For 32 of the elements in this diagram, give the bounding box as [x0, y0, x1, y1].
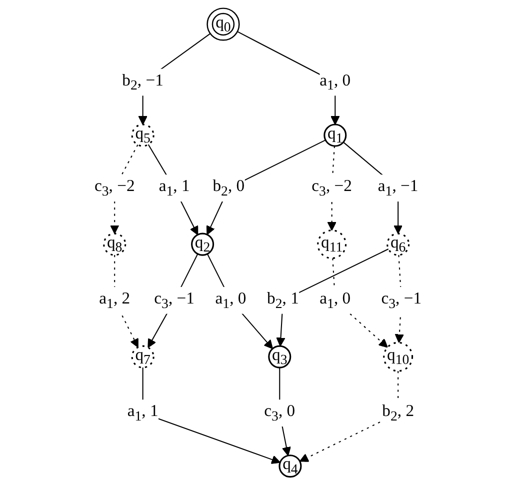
- arrow: [206, 140, 326, 235]
- edge-label: b$_{2}$, 2: [382, 402, 414, 424]
- node-circle: q$_{3}$: [268, 345, 292, 368]
- edge-label: c$_{3}$, −1: [154, 290, 195, 311]
- edge-label: a$_{1}$, 0: [320, 290, 351, 311]
- edge-label: b$_{2}$, −1: [122, 72, 164, 93]
- edge-label: a$_{1}$, 0: [320, 72, 351, 93]
- node-circle: q$_{10}$: [383, 342, 414, 372]
- edge-label: a$_{1}$, 1: [127, 402, 158, 424]
- node-circle: q$_{7}$: [131, 345, 154, 368]
- node-circle: q$_{8}$: [103, 232, 126, 256]
- edge-label: c$_{3}$, −2: [94, 178, 135, 199]
- edge-label: c$_{3}$, −2: [312, 178, 352, 199]
- edge-label: a$_{1}$, 1: [158, 178, 190, 199]
- node-circle: q$_{4}$: [278, 454, 302, 478]
- node-circle: q$_{5}$: [131, 124, 154, 147]
- edge-label: c$_{3}$, 0: [264, 402, 296, 424]
- arrow: [148, 254, 198, 348]
- node-circle: q$_{11}$: [317, 230, 347, 260]
- edge-label: b$_{2}$, 1: [267, 290, 299, 311]
- edge-label: b$_{2}$, 0: [212, 178, 245, 199]
- arrow: [206, 254, 274, 350]
- edge-label: c$_{3}$, −1: [381, 290, 422, 311]
- edge-label: a$_{1}$, 2: [99, 290, 130, 311]
- node-circle: q$_{6}$: [386, 232, 410, 256]
- edge-label: a$_{1}$, −1: [378, 178, 418, 199]
- node-circle: q$_{1}$: [324, 124, 347, 147]
- arrow: [148, 144, 198, 236]
- edge-label: a$_{1}$, 0: [215, 290, 246, 311]
- node-circle: q$_{0}$: [206, 8, 240, 41]
- arrow: [276, 248, 389, 346]
- node-circle: q$_{2}$: [191, 232, 214, 256]
